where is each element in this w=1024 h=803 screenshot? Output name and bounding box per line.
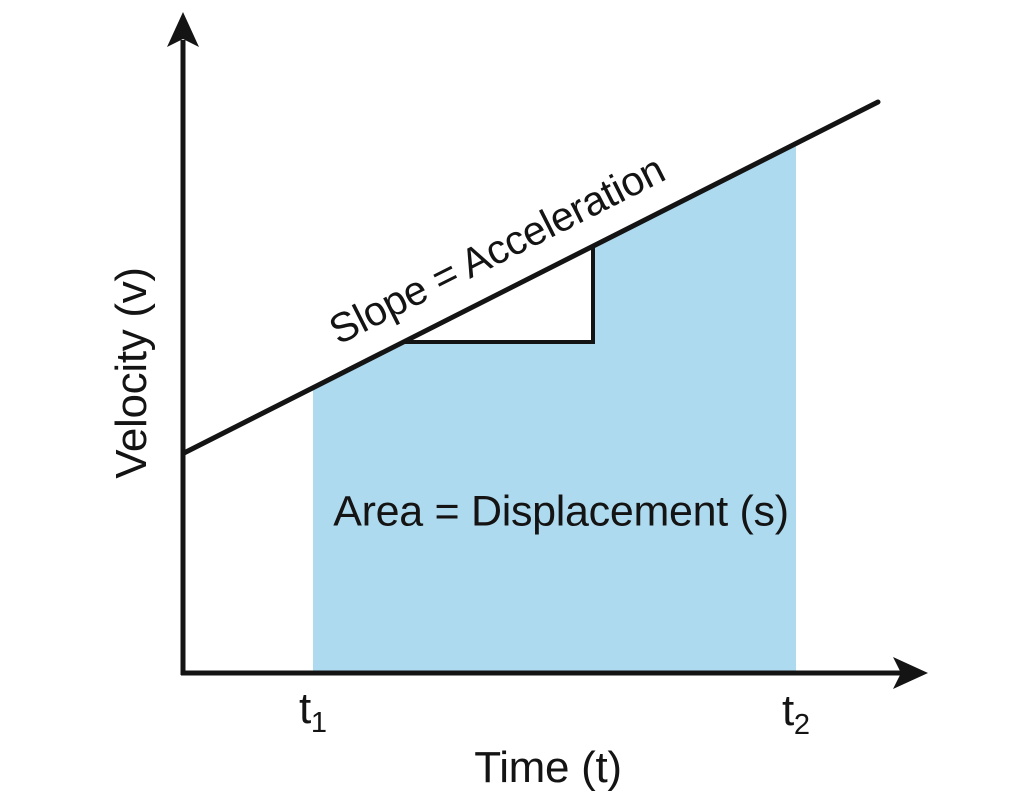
x-axis-title: Time (t) xyxy=(474,743,622,792)
t1-base: t xyxy=(298,684,311,733)
t2-subscript: 2 xyxy=(793,709,811,741)
t1-subscript: 1 xyxy=(310,707,328,739)
area-annotation: Area = Displacement (s) xyxy=(333,487,789,536)
t1-tick-label: t1 xyxy=(298,684,327,738)
y-axis-title: Velocity (v) xyxy=(107,267,156,479)
t2-base: t xyxy=(781,686,794,735)
y-axis-arrowhead-icon xyxy=(167,12,199,47)
t2-tick-label: t2 xyxy=(781,686,810,740)
velocity-line xyxy=(181,99,881,456)
x-axis-arrowhead-icon xyxy=(893,657,928,689)
displacement-area xyxy=(313,145,796,671)
